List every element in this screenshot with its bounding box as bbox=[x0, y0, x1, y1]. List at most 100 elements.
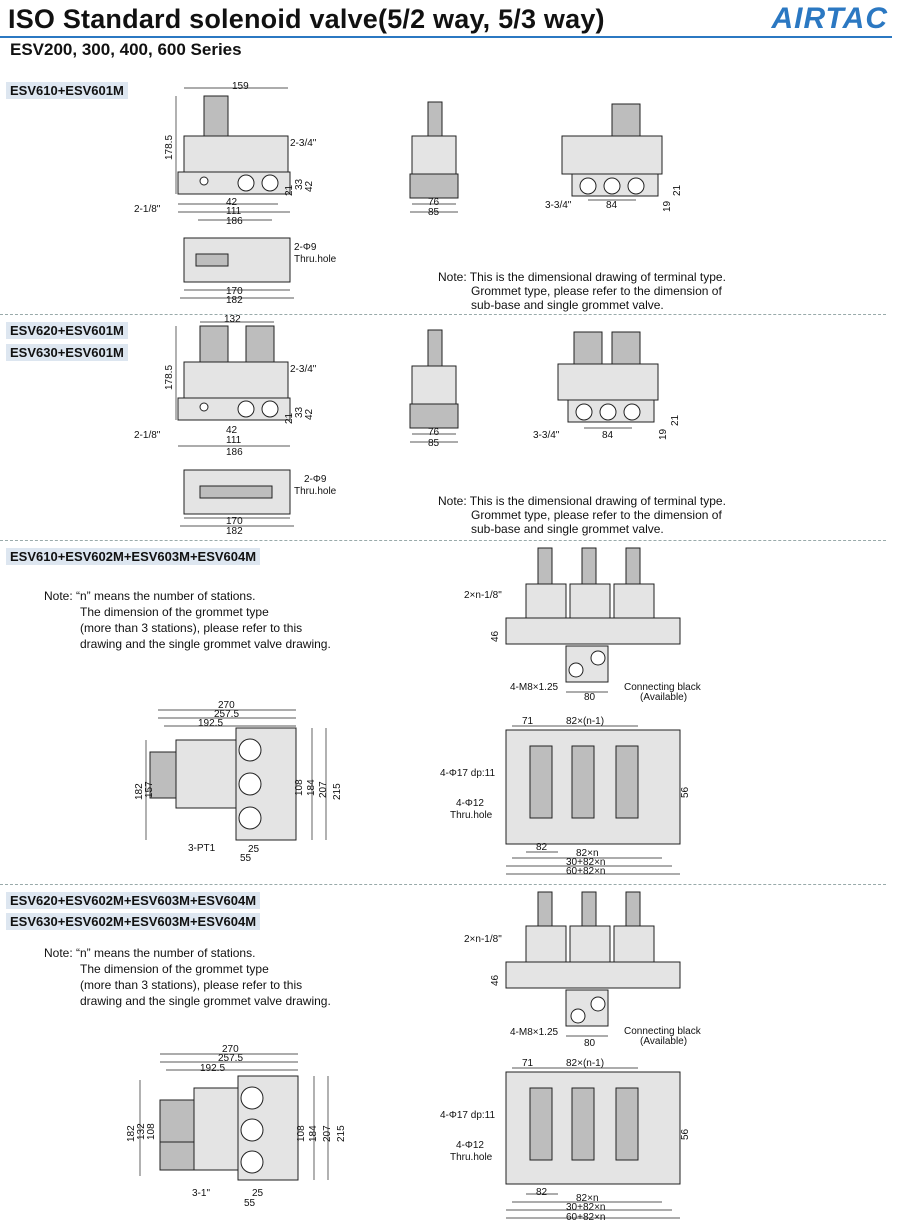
dim-label: 157 bbox=[144, 781, 155, 798]
dim-label: Thru.hole bbox=[294, 486, 337, 497]
dim-label: 85 bbox=[428, 438, 440, 449]
manifold-top-view-single bbox=[505, 725, 681, 875]
dim-label: 4-M8×1.25 bbox=[510, 1027, 559, 1038]
dim-label: 60+82×n bbox=[566, 1212, 606, 1223]
dim-label: 170 bbox=[226, 286, 243, 297]
dim-label: 270 bbox=[218, 700, 235, 711]
dim-label: 182 bbox=[126, 1125, 137, 1142]
dim-label: 111 bbox=[226, 435, 242, 446]
dim-label: 270 bbox=[222, 1044, 239, 1055]
dim-label: 19 bbox=[662, 200, 673, 212]
dim-label: 46 bbox=[490, 630, 501, 642]
dim-label: 55 bbox=[240, 853, 252, 864]
section-label: ESV620+ESV601M bbox=[6, 322, 128, 339]
dim-label: 42 bbox=[226, 197, 238, 208]
page-subtitle: ESV200, 300, 400, 600 Series bbox=[10, 40, 242, 59]
dim-label: 25 bbox=[252, 1188, 264, 1199]
dim-label: 71 bbox=[522, 1058, 534, 1069]
dim-label: 30+82×n bbox=[566, 1202, 606, 1213]
dim-label: 108 bbox=[296, 1125, 307, 1142]
section-label: ESV630+ESV601M bbox=[6, 344, 128, 361]
dim-label: 21 bbox=[672, 184, 683, 196]
brand-logo: AIRTAC bbox=[771, 2, 888, 35]
dim-label: 2-3/4" bbox=[290, 138, 317, 149]
note-terminal: Note: This is the dimensional drawing of… bbox=[438, 270, 726, 312]
dim-label: 111 bbox=[226, 206, 242, 217]
dim-label: Thru.hole bbox=[450, 1152, 493, 1163]
section-divider bbox=[0, 884, 886, 885]
dim-label: 3-3/4" bbox=[533, 430, 560, 441]
dim-label: 182 bbox=[226, 295, 243, 306]
dim-label: 33 bbox=[294, 178, 305, 190]
dim-label: 184 bbox=[308, 1125, 319, 1142]
dim-label: 2-Φ9 bbox=[304, 474, 327, 485]
dim-label: 4-Φ12 bbox=[456, 798, 484, 809]
dim-label: 207 bbox=[318, 781, 329, 798]
dim-label: 33 bbox=[294, 406, 305, 418]
note-stations: Note: “n” means the number of stations. … bbox=[44, 946, 331, 1008]
dim-label: 215 bbox=[336, 1125, 347, 1142]
dim-label: 182 bbox=[226, 526, 243, 537]
dim-label: 46 bbox=[490, 974, 501, 986]
dim-label: 170 bbox=[226, 516, 243, 527]
dim-label: Thru.hole bbox=[294, 254, 337, 265]
dim-label: 4-Φ12 bbox=[456, 1140, 484, 1151]
dim-label: 207 bbox=[322, 1125, 333, 1142]
rear-view-double bbox=[557, 331, 659, 429]
dim-label: 25 bbox=[248, 844, 260, 855]
dim-label: 84 bbox=[602, 430, 614, 441]
section-label: ESV630+ESV602M+ESV603M+ESV604M bbox=[6, 913, 261, 930]
note-stations: Note: “n” means the number of stations. … bbox=[44, 589, 331, 651]
dim-label: 186 bbox=[226, 447, 243, 458]
dim-label: 60+82×n bbox=[566, 866, 606, 877]
dim-label: 80 bbox=[584, 1038, 596, 1049]
dim-label: 76 bbox=[428, 427, 440, 438]
dim-label: 2×n-1/8" bbox=[464, 590, 502, 601]
dim-label: 42 bbox=[304, 180, 315, 192]
dim-label: 132 bbox=[224, 314, 241, 325]
section-label: ESV610+ESV602M+ESV603M+ESV604M bbox=[6, 548, 261, 565]
dim-label: 192.5 bbox=[198, 718, 223, 729]
dim-label: 186 bbox=[226, 216, 243, 227]
dim-label: Connecting black bbox=[624, 682, 702, 693]
title-divider bbox=[0, 36, 892, 38]
dim-label: 4-M8×1.25 bbox=[510, 682, 559, 693]
dim-label: 3-1" bbox=[192, 1188, 210, 1199]
section-divider bbox=[0, 314, 886, 315]
dim-label: (Available) bbox=[640, 1036, 687, 1047]
dim-label: 82×n bbox=[576, 848, 599, 859]
top-view-double bbox=[180, 469, 294, 527]
dim-label: 30+82×n bbox=[566, 857, 606, 868]
top-view-single bbox=[180, 237, 294, 299]
dim-label: 85 bbox=[428, 207, 440, 218]
dim-label: 192.5 bbox=[200, 1063, 225, 1074]
side-view-single bbox=[409, 101, 459, 213]
dim-label: 3-3/4" bbox=[545, 200, 572, 211]
dim-label: 56 bbox=[680, 1128, 691, 1140]
page-title: ISO Standard solenoid valve(5/2 way, 5/3… bbox=[8, 4, 605, 34]
manifold-side-view-double bbox=[139, 1053, 329, 1181]
dim-label: 42 bbox=[226, 425, 238, 436]
dim-label: 80 bbox=[584, 692, 596, 703]
manifold-front-view-single bbox=[505, 547, 681, 693]
dim-label: 159 bbox=[232, 81, 249, 92]
dim-label: 4-Φ17 dp:11 bbox=[440, 1110, 495, 1121]
dim-label: 82 bbox=[536, 1187, 548, 1198]
front-view-single bbox=[175, 87, 291, 221]
section-label: ESV610+ESV601M bbox=[6, 82, 128, 99]
section-divider bbox=[0, 540, 886, 541]
dim-label: 21 bbox=[670, 414, 681, 426]
dim-label: 184 bbox=[306, 779, 317, 796]
dim-label: Thru.hole bbox=[450, 810, 493, 821]
note-terminal: Note: This is the dimensional drawing of… bbox=[438, 494, 726, 536]
manifold-front-view-double bbox=[505, 891, 681, 1037]
manifold-side-view-single bbox=[145, 709, 327, 841]
dim-label: (Available) bbox=[640, 692, 687, 703]
dim-label: 76 bbox=[428, 197, 440, 208]
dim-label: 82 bbox=[536, 842, 548, 853]
dim-label: 3-PT1 bbox=[188, 843, 216, 854]
dim-label: 19 bbox=[658, 428, 669, 440]
section-label: ESV620+ESV602M+ESV603M+ESV604M bbox=[6, 892, 261, 909]
dim-label: 257.5 bbox=[214, 709, 239, 720]
